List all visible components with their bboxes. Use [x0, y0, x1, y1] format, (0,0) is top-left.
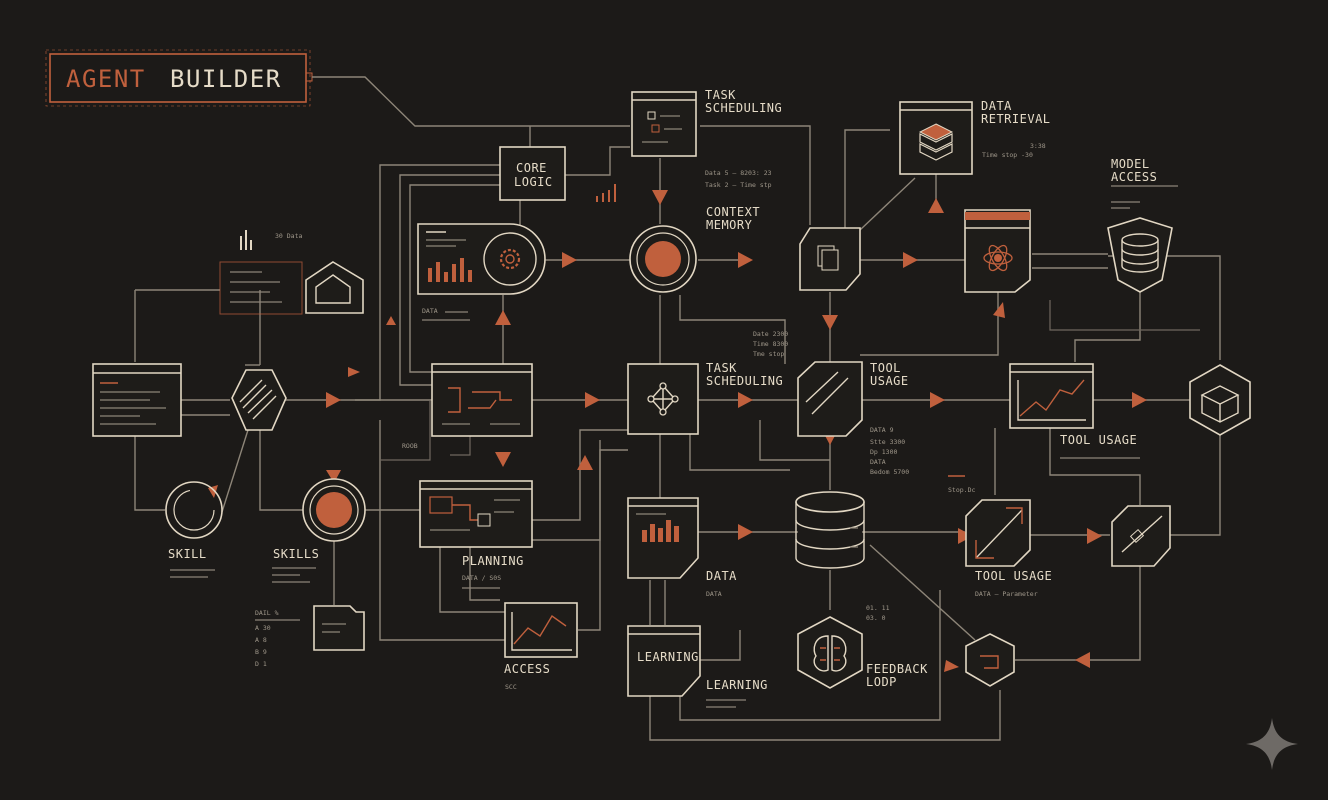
svg-text:Stop.Dc: Stop.Dc [948, 486, 975, 494]
svg-text:D 1: D 1 [255, 660, 267, 668]
ai-core-node[interactable] [964, 209, 1031, 293]
svg-text:FEEDBACK: FEEDBACK [866, 662, 928, 676]
network-icon [647, 382, 679, 416]
trend-chart-node[interactable]: TOOL USAGE [1009, 363, 1140, 459]
svg-text:RETRIEVAL: RETRIEVAL [981, 112, 1051, 126]
database-icon [1121, 233, 1159, 273]
task-note-1: Data 5 — 8203: 23 [705, 169, 772, 177]
svg-text:DATA: DATA [706, 590, 722, 598]
circuit-window-node[interactable] [431, 363, 533, 437]
svg-text:Dp 1300: Dp 1300 [870, 448, 897, 456]
title-agent: AGENT [66, 65, 146, 93]
sparkle-icon [1246, 718, 1298, 770]
svg-text:A 8: A 8 [255, 636, 267, 644]
svg-text:LODP: LODP [866, 675, 897, 689]
cube-stack-icon [918, 123, 954, 161]
stripe-hex-node[interactable] [231, 369, 287, 431]
link-hex-node[interactable] [965, 633, 1015, 687]
svg-text:TOOL USAGE: TOOL USAGE [1060, 433, 1137, 447]
cube-icon [1200, 385, 1240, 423]
svg-text:DATA / S0S: DATA / S0S [462, 574, 501, 582]
svg-text:CORE: CORE [516, 161, 547, 175]
big-database-icon [795, 491, 865, 569]
svg-text:A 30: A 30 [255, 624, 271, 632]
svg-text:Bedom 5700: Bedom 5700 [870, 468, 909, 476]
svg-text:DAIL %: DAIL % [255, 609, 279, 617]
data-small-label: DATA [422, 307, 438, 315]
svg-text:Stte 3300: Stte 3300 [870, 438, 905, 446]
brain-icon [813, 635, 847, 672]
svg-text:DATA 9: DATA 9 [870, 426, 894, 434]
left-info-panel: 30 Data [219, 230, 303, 315]
svg-text:CONTEXT: CONTEXT [706, 205, 760, 219]
title-builder: BUILDER [170, 65, 282, 93]
access-node[interactable]: ACCESS SCC [504, 602, 578, 691]
svg-text:ACCESS: ACCESS [504, 662, 550, 676]
core-logic-node[interactable]: CORE LOGIC [499, 146, 566, 201]
bars-label: 30 Data [275, 232, 302, 240]
house-hex-node[interactable] [305, 261, 364, 314]
svg-text:MODEL: MODEL [1111, 157, 1150, 171]
tool-usage-1-node[interactable]: TOOL USAGE [797, 361, 909, 437]
connector-chip-node[interactable] [1111, 505, 1171, 567]
data-retrieval-node[interactable]: DATA RETRIEVAL [899, 99, 1051, 175]
title-block: AGENT BUILDER [45, 49, 520, 127]
mid-left-note: ROOB [402, 442, 418, 450]
svg-text:SKILL: SKILL [168, 547, 207, 561]
svg-text:LOGIC: LOGIC [514, 175, 553, 189]
mid-note-3: Tme stop [753, 350, 784, 358]
svg-text:TASK: TASK [705, 88, 736, 102]
left-data-table: DAIL % A 30 A 8 B 9 D 1 [255, 609, 300, 668]
document-node[interactable] [799, 227, 861, 291]
svg-text:TASK: TASK [706, 361, 737, 375]
svg-text:LEARNING: LEARNING [637, 650, 699, 664]
atom-icon [983, 244, 1013, 272]
planning-node[interactable]: PLANNING DATA / S0S [419, 480, 533, 589]
learning-node[interactable]: LEARNING LEARNING [627, 625, 768, 708]
folder-node[interactable] [313, 605, 365, 651]
svg-text:SKILLS: SKILLS [273, 547, 319, 561]
task-scheduling-center-node[interactable]: TASK SCHEDULING [627, 361, 783, 435]
context-memory-node[interactable]: CONTEXT MEMORY [629, 205, 760, 293]
svg-text:ACCESS: ACCESS [1111, 170, 1157, 184]
model-access-node[interactable]: MODEL ACCESS [1107, 157, 1178, 293]
task-scheduling-top-node[interactable]: TASK SCHEDULING [631, 88, 782, 157]
svg-text:B 9: B 9 [255, 648, 267, 656]
skill-node[interactable]: SKILL [165, 481, 223, 578]
svg-text:DATA: DATA [870, 458, 886, 466]
svg-text:PLANNING: PLANNING [462, 554, 524, 568]
svg-text:MEMORY: MEMORY [706, 218, 753, 232]
svg-text:SCC: SCC [505, 683, 517, 691]
retrieval-note-1: 3:38 [1030, 142, 1046, 150]
arrow-heads [208, 190, 1147, 672]
data-chart-node[interactable]: DATA DATA [627, 497, 737, 598]
gear-icon [499, 248, 521, 270]
svg-text:LEARNING: LEARNING [706, 678, 768, 692]
task-note-2: Task 2 — Time stp [705, 181, 772, 189]
feedback-note-2: 03. 0 [866, 614, 886, 622]
svg-text:DATA — Parameter: DATA — Parameter [975, 590, 1038, 598]
svg-text:DATA: DATA [706, 569, 737, 583]
mini-bar-icon [596, 184, 616, 202]
svg-text:USAGE: USAGE [870, 374, 909, 388]
svg-text:TOOL USAGE: TOOL USAGE [975, 569, 1052, 583]
right-notes: DATA 9 Stte 3300 Dp 1300 DATA Bedom 5700… [870, 426, 975, 494]
feedback-note-1: 01. 11 [866, 604, 890, 612]
tool-usage-3-node[interactable]: TOOL USAGE DATA — Parameter [965, 499, 1052, 598]
feedback-node[interactable]: FEEDBACK LODP [797, 616, 928, 689]
svg-text:TOOL: TOOL [870, 361, 901, 375]
left-window-node[interactable] [92, 363, 182, 437]
mid-note-1: Date 2300 [753, 330, 788, 338]
analytics-panel-node[interactable] [417, 223, 546, 295]
skills-node[interactable]: SKILLS [272, 478, 366, 583]
svg-text:SCHEDULING: SCHEDULING [706, 374, 783, 388]
svg-text:DATA: DATA [981, 99, 1012, 113]
database-node[interactable] [795, 491, 865, 569]
mid-note-2: Time 8300 [753, 340, 788, 348]
svg-text:SCHEDULING: SCHEDULING [705, 101, 782, 115]
retrieval-note-2: Time stop -30 [982, 151, 1033, 159]
cube-hex-node[interactable] [1189, 364, 1251, 436]
